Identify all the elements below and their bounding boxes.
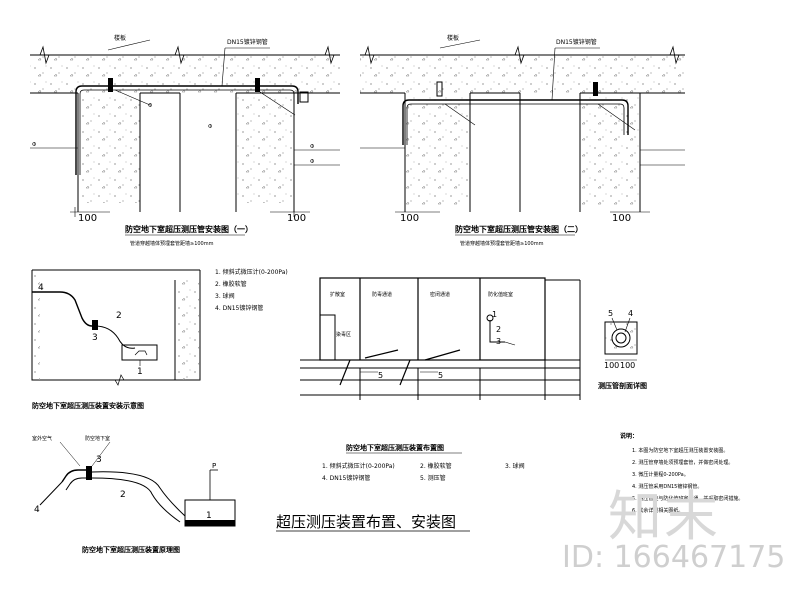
bottom-left-label-3: 3 bbox=[96, 455, 102, 465]
top-right-dim-right: 100 bbox=[612, 213, 631, 224]
bottom-left-note2: 防空地下室 bbox=[85, 435, 110, 442]
left-mid-legend-item: 4. DN15镀锌钢管 bbox=[215, 304, 263, 312]
right-mid-label-4: 4 bbox=[628, 309, 633, 318]
center-label-2: 2 bbox=[496, 325, 501, 334]
top-left-title: 防空地下室超压测压管安装图（一） bbox=[125, 224, 253, 234]
center-legend-item: 2. 橡胶软管 bbox=[420, 462, 452, 470]
notes-item: 1. 本图为防空地下室超压测压装置安装图。 bbox=[632, 447, 728, 454]
center-room-label: 扩散室 bbox=[330, 291, 345, 298]
left-mid-legend: 1. 倾斜式微压计(0-200Pa) 2. 橡胶软管 3. 球阀 4. DN15… bbox=[215, 268, 288, 312]
center-label-5b: 5 bbox=[438, 371, 443, 380]
left-mid-title: 防空地下室超压测压装置安装示意图 bbox=[32, 401, 144, 410]
right-mid-title: 测压管剖面详图 bbox=[598, 381, 647, 390]
right-mid-section: 5 4 100 100 测压管剖面详图 bbox=[598, 309, 647, 390]
top-right-pipe-label: DN15镀锌钢管 bbox=[556, 38, 597, 46]
left-mid-legend-item: 2. 橡胶软管 bbox=[215, 280, 247, 288]
notes-heading: 说明： bbox=[620, 432, 638, 440]
left-mid-legend-item: 3. 球阀 bbox=[215, 292, 235, 300]
bottom-left-label-4: 4 bbox=[34, 505, 40, 515]
center-small-label: 染毒区 bbox=[336, 331, 351, 338]
notes-block: 说明： 1. 本图为防空地下室超压测压装置安装图。 2. 测压管穿墙处须预埋套管… bbox=[620, 432, 743, 514]
center-mid-title: 防空地下室超压测压装置布置图 bbox=[346, 443, 444, 452]
left-mid-legend-item: 1. 倾斜式微压计(0-200Pa) bbox=[215, 268, 288, 276]
top-right-dim-left: 100 bbox=[400, 213, 419, 224]
bottom-left-section: 室外空气 防空地下室 3 2 4 1 P 防空地下室超压测压装置原理图 bbox=[32, 435, 236, 554]
bottom-left-title: 防空地下室超压测压装置原理图 bbox=[82, 545, 180, 554]
top-left-label-mid1: Ф bbox=[148, 103, 153, 109]
center-label-5a: 5 bbox=[378, 371, 383, 380]
notes-item: 6. 其余详见相关图纸。 bbox=[632, 507, 683, 514]
top-right-slab-label: 楼板 bbox=[447, 34, 459, 42]
center-mid-legend: 1. 倾斜式微压计(0-200Pa) 2. 橡胶软管 3. 球阀 4. DN15… bbox=[322, 462, 525, 482]
left-mid-label-1: 1 bbox=[137, 367, 143, 377]
top-left-dim-right: 100 bbox=[287, 213, 306, 224]
center-label-1: 1 bbox=[492, 310, 497, 319]
center-mid-section: 扩散室 防毒通道 密闭通道 防化值班室 染毒区 1 2 3 5 5 防空地下室超… bbox=[300, 277, 581, 482]
watermark-logo: 知末 bbox=[608, 485, 720, 548]
top-right-section: 楼板 DN15镀锌钢管 100 100 防空地下室超压测压管安装图（二） 管道穿… bbox=[360, 34, 685, 247]
top-left-note-left: Ф bbox=[32, 142, 37, 148]
bottom-left-p-label: P bbox=[212, 462, 216, 470]
center-legend-item: 1. 倾斜式微压计(0-200Pa) bbox=[322, 462, 395, 470]
top-left-subtitle: 管道穿越墙体预埋套管距墙≥100mm bbox=[130, 240, 214, 247]
bottom-left-label-1: 1 bbox=[206, 511, 212, 521]
center-room-label: 密闭通道 bbox=[430, 291, 450, 298]
left-mid-label-4: 4 bbox=[38, 283, 44, 293]
left-mid-section: 4 2 3 1 1. 倾斜式微压计(0-200Pa) 2. 橡胶软管 3. 球阀… bbox=[31, 268, 288, 410]
center-legend-item: 4. DN15镀锌钢管 bbox=[322, 474, 370, 482]
center-legend-item: 5. 测压管 bbox=[420, 474, 446, 482]
top-left-section: 楼板 DN15镀锌钢管 Ф Ф Ф Ф Ф 100 100 防空地下室超压测压管… bbox=[30, 34, 340, 247]
notes-item: 4. 测压管采用DN15镀锌钢管。 bbox=[632, 483, 702, 490]
top-left-slab-label: 楼板 bbox=[114, 34, 126, 42]
top-left-label-mid2: Ф bbox=[208, 124, 213, 130]
notes-item: 2. 测压管穿墙处须预埋套管，并做密闭处理。 bbox=[632, 459, 733, 466]
right-mid-dim: 100 bbox=[604, 361, 619, 370]
center-label-3: 3 bbox=[496, 337, 501, 346]
right-mid-label-5: 5 bbox=[608, 309, 613, 318]
center-legend-item: 3. 球阀 bbox=[505, 462, 525, 470]
left-mid-label-3: 3 bbox=[92, 333, 98, 343]
top-right-title: 防空地下室超压测压管安装图（二） bbox=[455, 224, 583, 234]
notes-item: 3. 微压计量程0-200Pa。 bbox=[632, 471, 689, 478]
top-left-note-right1: Ф bbox=[310, 144, 315, 150]
top-left-dim-left: 100 bbox=[78, 213, 97, 224]
bottom-left-label-2: 2 bbox=[120, 490, 126, 500]
top-left-note-right2: Ф bbox=[310, 159, 315, 165]
center-room-label: 防毒通道 bbox=[372, 291, 392, 298]
top-left-pipe-label: DN15镀锌钢管 bbox=[227, 38, 268, 46]
center-room-label: 防化值班室 bbox=[488, 291, 513, 298]
bottom-left-note1: 室外空气 bbox=[32, 435, 52, 442]
main-title: 超压测压装置布置、安装图 bbox=[276, 513, 456, 531]
top-right-subtitle: 管道穿越墙体预埋套管距墙≥100mm bbox=[460, 240, 544, 247]
notes-item: 5. 测压管应与防化值班室连通，并采取密闭措施。 bbox=[632, 495, 743, 502]
right-mid-dim: 100 bbox=[620, 361, 635, 370]
left-mid-label-2: 2 bbox=[116, 311, 122, 321]
watermark-id: ID: 166467175 bbox=[562, 540, 786, 575]
